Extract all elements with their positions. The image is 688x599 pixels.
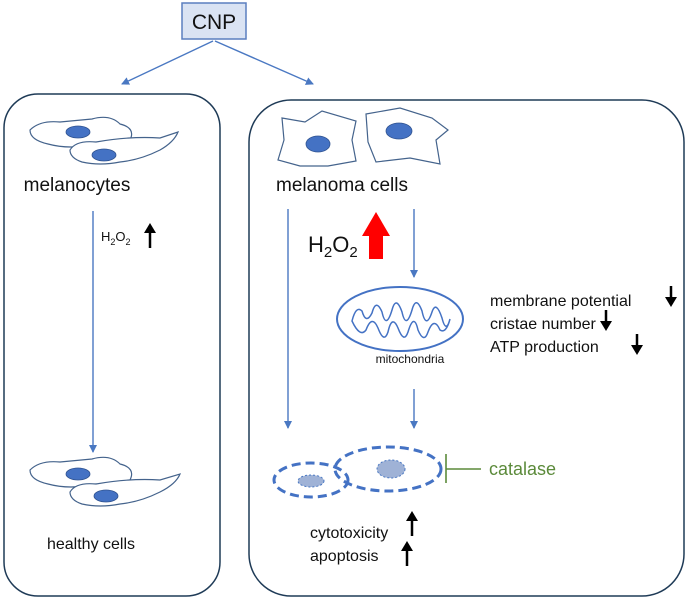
h2o2-label-small: H2O2 <box>101 229 131 247</box>
inhibition-icon <box>445 454 481 483</box>
melanoma-cells <box>277 107 449 167</box>
apoptotic-cells <box>272 445 443 499</box>
effect-membrane-potential: membrane potential <box>490 293 631 310</box>
arrow-cnp-to-melanocytes <box>121 40 214 85</box>
down-arrow-icon <box>631 334 643 355</box>
melanoma-cells-label: melanoma cells <box>276 175 408 196</box>
down-arrow-icon <box>665 286 677 307</box>
nucleus <box>91 148 117 162</box>
mitochondria-label: mitochondria <box>376 352 445 366</box>
healthy-cells-label: healthy cells <box>47 536 135 553</box>
outcome-apoptosis: apoptosis <box>310 548 379 565</box>
healthy-panel <box>3 93 221 597</box>
melanoma-panel <box>248 99 685 597</box>
arrow-cnp-to-melanoma <box>214 40 314 85</box>
down-arrow-icon <box>600 310 612 331</box>
nucleus <box>93 489 119 503</box>
large-red-up-arrow-icon <box>362 212 390 259</box>
nucleus <box>65 467 91 481</box>
nucleus <box>65 125 91 139</box>
up-arrow-icon <box>401 541 413 566</box>
nucleus <box>376 459 406 479</box>
cnp-label: CNP <box>192 11 236 34</box>
catalase-label: catalase <box>489 459 556 479</box>
up-arrow-icon <box>406 511 418 536</box>
melanocyte-cells <box>29 116 180 165</box>
healthy-cells <box>29 456 182 507</box>
outcome-cytotoxicity: cytotoxicity <box>310 525 388 542</box>
mitochondria-icon <box>336 286 464 352</box>
melanocytes-label: melanocytes <box>24 175 131 196</box>
nucleus <box>385 122 413 140</box>
cnp-node: CNP <box>181 2 247 40</box>
effect-atp-production: ATP production <box>490 339 599 356</box>
h2o2-label-large: H2O2 <box>308 232 358 261</box>
effect-cristae-number: cristae number <box>490 316 596 333</box>
nucleus <box>297 474 325 488</box>
nucleus <box>305 135 331 153</box>
up-arrow-icon <box>144 223 156 248</box>
